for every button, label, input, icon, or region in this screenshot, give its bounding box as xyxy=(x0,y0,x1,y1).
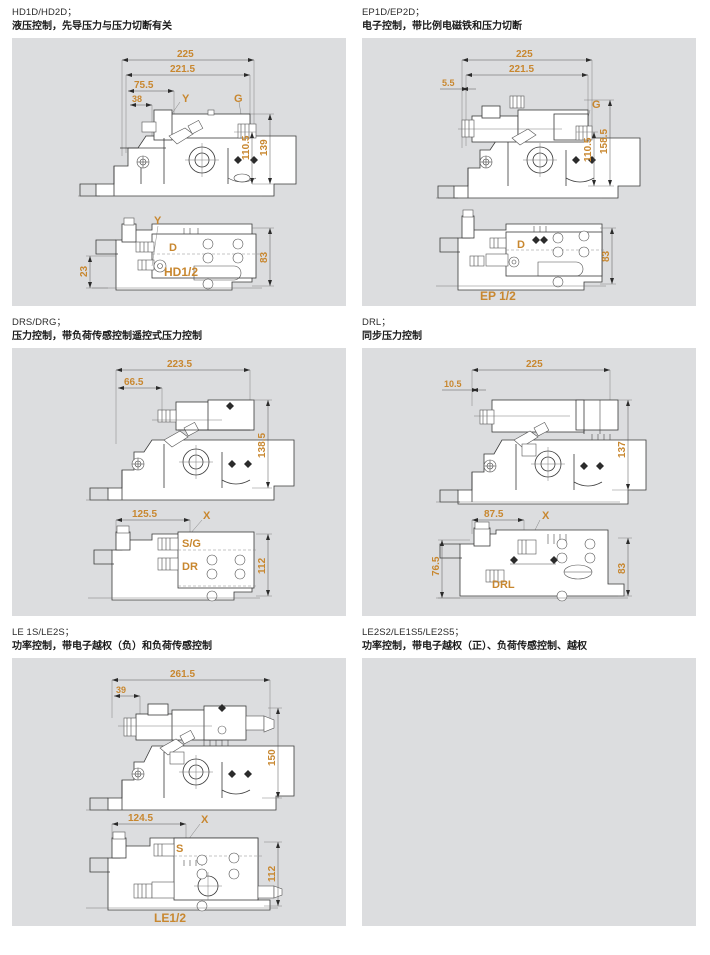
panel-code: DRS/DRG； xyxy=(12,317,67,328)
dim-offset-a: 66.5 xyxy=(124,377,144,388)
panel-code: LE2S2/LE1S5/LE2S5； xyxy=(362,627,465,638)
port-label-x: X xyxy=(542,510,550,522)
dim-secondary-length: 221.5 xyxy=(170,64,195,75)
port-label-y-top: Y xyxy=(182,93,190,105)
dim-height-left: 76.5 xyxy=(431,556,442,576)
row-spacer-1 xyxy=(0,306,710,316)
panel-row-1: HD1D/HD2D； 液压控制，先导压力与压力切断有关 225 xyxy=(0,0,710,306)
port-label-g: G xyxy=(592,99,601,111)
panel-code: LE 1S/LE2S； xyxy=(12,627,75,638)
dim-height-total: 137 xyxy=(617,441,628,458)
port-label-x: X xyxy=(201,814,209,826)
port-label-x: X xyxy=(203,510,211,522)
dim-overall-length: 261.5 xyxy=(170,669,195,680)
panel-cell-le1s-le2s: LE 1S/LE2S； 功率控制，带电子越权（负）和负荷传感控制 261.5 xyxy=(12,626,346,926)
drawing-ep1d-ep2d: 225 221.5 5.5 G xyxy=(436,49,641,303)
drawing-drl: 225 10.5 xyxy=(431,359,647,602)
panel-description: 同步压力控制 xyxy=(362,331,422,342)
dim-top-height: 83 xyxy=(601,250,612,262)
dim-offset-b: 125.5 xyxy=(132,509,157,520)
view-label-ep: EP 1/2 xyxy=(480,289,516,303)
panel-code: EP1D/EP2D； xyxy=(362,7,425,18)
dim-offset-a: 39 xyxy=(116,685,126,695)
panel-heading-le2s2-le1s5-le2s5: LE2S2/LE1S5/LE2S5； 功率控制，带电子越权（正）、负荷传感控制、… xyxy=(362,626,696,658)
panel-row-2: DRS/DRG； 压力控制，带负荷传感控制遥控式压力控制 223.5 xyxy=(0,316,710,616)
dim-offset-a: 10.5 xyxy=(444,379,462,389)
panel-code: HD1D/HD2D； xyxy=(12,7,77,18)
dim-top-height: 83 xyxy=(617,562,628,574)
panel-description: 功率控制，带电子越权（负）和负荷传感控制 xyxy=(12,641,212,652)
panel-description: 功率控制，带电子越权（正）、负荷传感控制、越权 xyxy=(362,641,587,652)
port-label-d: D xyxy=(169,242,177,254)
row-spacer-2 xyxy=(0,616,710,626)
drawing-panel-drs-drg: 223.5 66.5 xyxy=(12,348,346,616)
dim-offset-b: 124.5 xyxy=(128,813,153,824)
dim-overall-length: 225 xyxy=(526,359,543,370)
port-label-drl: DRL xyxy=(492,579,515,591)
drawing-hd1d-hd2d: 225 221.5 75.5 xyxy=(78,49,297,291)
port-label-g: G xyxy=(234,93,243,105)
drawing-panel-drl: 225 10.5 xyxy=(362,348,696,616)
dim-height-total: 139 xyxy=(259,139,270,156)
dim-height-mid: 110.5 xyxy=(241,135,252,160)
panel-description: 压力控制，带负荷传感控制遥控式压力控制 xyxy=(12,331,202,342)
dim-offset-a: 5.5 xyxy=(442,78,455,88)
panel-cell-drl: DRL； 同步压力控制 225 10.5 xyxy=(362,316,696,616)
dim-top-height: 83 xyxy=(259,251,270,263)
panel-row-3: LE 1S/LE2S； 功率控制，带电子越权（负）和负荷传感控制 261.5 xyxy=(0,626,710,926)
panel-code: DRL； xyxy=(362,317,391,328)
port-label-y-bottom: Y xyxy=(154,215,162,227)
panel-heading-hd1d-hd2d: HD1D/HD2D； 液压控制，先导压力与压力切断有关 xyxy=(12,6,346,38)
drawing-drs-drg: 223.5 66.5 xyxy=(86,359,295,602)
dim-bottom-offset: 23 xyxy=(79,265,90,277)
port-label-s: S xyxy=(176,843,183,855)
port-label-dr: DR xyxy=(182,561,198,573)
view-label-le: LE1/2 xyxy=(154,911,186,925)
dim-height-total: 138.5 xyxy=(257,433,268,458)
dim-offset-a: 75.5 xyxy=(134,80,154,91)
dim-overall-length: 225 xyxy=(516,49,533,60)
view-label-hd: HD1/2 xyxy=(164,265,198,279)
panel-cell-ep1d-ep2d: EP1D/EP2D； 电子控制，带比例电磁铁和压力切断 225 xyxy=(362,6,696,306)
panel-heading-ep1d-ep2d: EP1D/EP2D； 电子控制，带比例电磁铁和压力切断 xyxy=(362,6,696,38)
dim-secondary-length: 221.5 xyxy=(509,64,534,75)
dim-height-total: 158.5 xyxy=(599,129,610,154)
panel-heading-drs-drg: DRS/DRG； 压力控制，带负荷传感控制遥控式压力控制 xyxy=(12,316,346,348)
dim-overall-length: 223.5 xyxy=(167,359,192,370)
panel-cell-drs-drg: DRS/DRG； 压力控制，带负荷传感控制遥控式压力控制 223.5 xyxy=(12,316,346,616)
port-label-d: D xyxy=(517,239,525,251)
dim-overall-length: 225 xyxy=(177,49,194,60)
panel-description: 电子控制，带比例电磁铁和压力切断 xyxy=(362,21,522,32)
drawing-panel-le2s2-le1s5-le2s5 xyxy=(362,658,696,926)
port-label-sg: S/G xyxy=(182,538,201,550)
dim-offset-b: 87.5 xyxy=(484,509,504,520)
dim-top-height: 112 xyxy=(257,557,268,574)
dim-height-total: 150 xyxy=(267,749,278,766)
drawing-panel-le1s-le2s: 261.5 39 xyxy=(12,658,346,926)
drawing-panel-ep1d-ep2d: 225 221.5 5.5 G xyxy=(362,38,696,306)
panel-cell-hd1d-hd2d: HD1D/HD2D； 液压控制，先导压力与压力切断有关 225 xyxy=(12,6,346,306)
dim-offset-b: 38 xyxy=(132,94,142,104)
panel-heading-le1s-le2s: LE 1S/LE2S； 功率控制，带电子越权（负）和负荷传感控制 xyxy=(12,626,346,658)
drawing-panel-hd1d-hd2d: 225 221.5 75.5 xyxy=(12,38,346,306)
dim-top-height: 112 xyxy=(267,865,278,882)
drawing-le1s-le2s: 261.5 39 xyxy=(86,669,295,925)
panel-description: 液压控制，先导压力与压力切断有关 xyxy=(12,21,172,32)
panel-heading-drl: DRL； 同步压力控制 xyxy=(362,316,696,348)
dim-height-mid: 110.5 xyxy=(583,137,594,162)
panel-cell-le2s2-le1s5-le2s5: LE2S2/LE1S5/LE2S5； 功率控制，带电子越权（正）、负荷传感控制、… xyxy=(362,626,696,926)
